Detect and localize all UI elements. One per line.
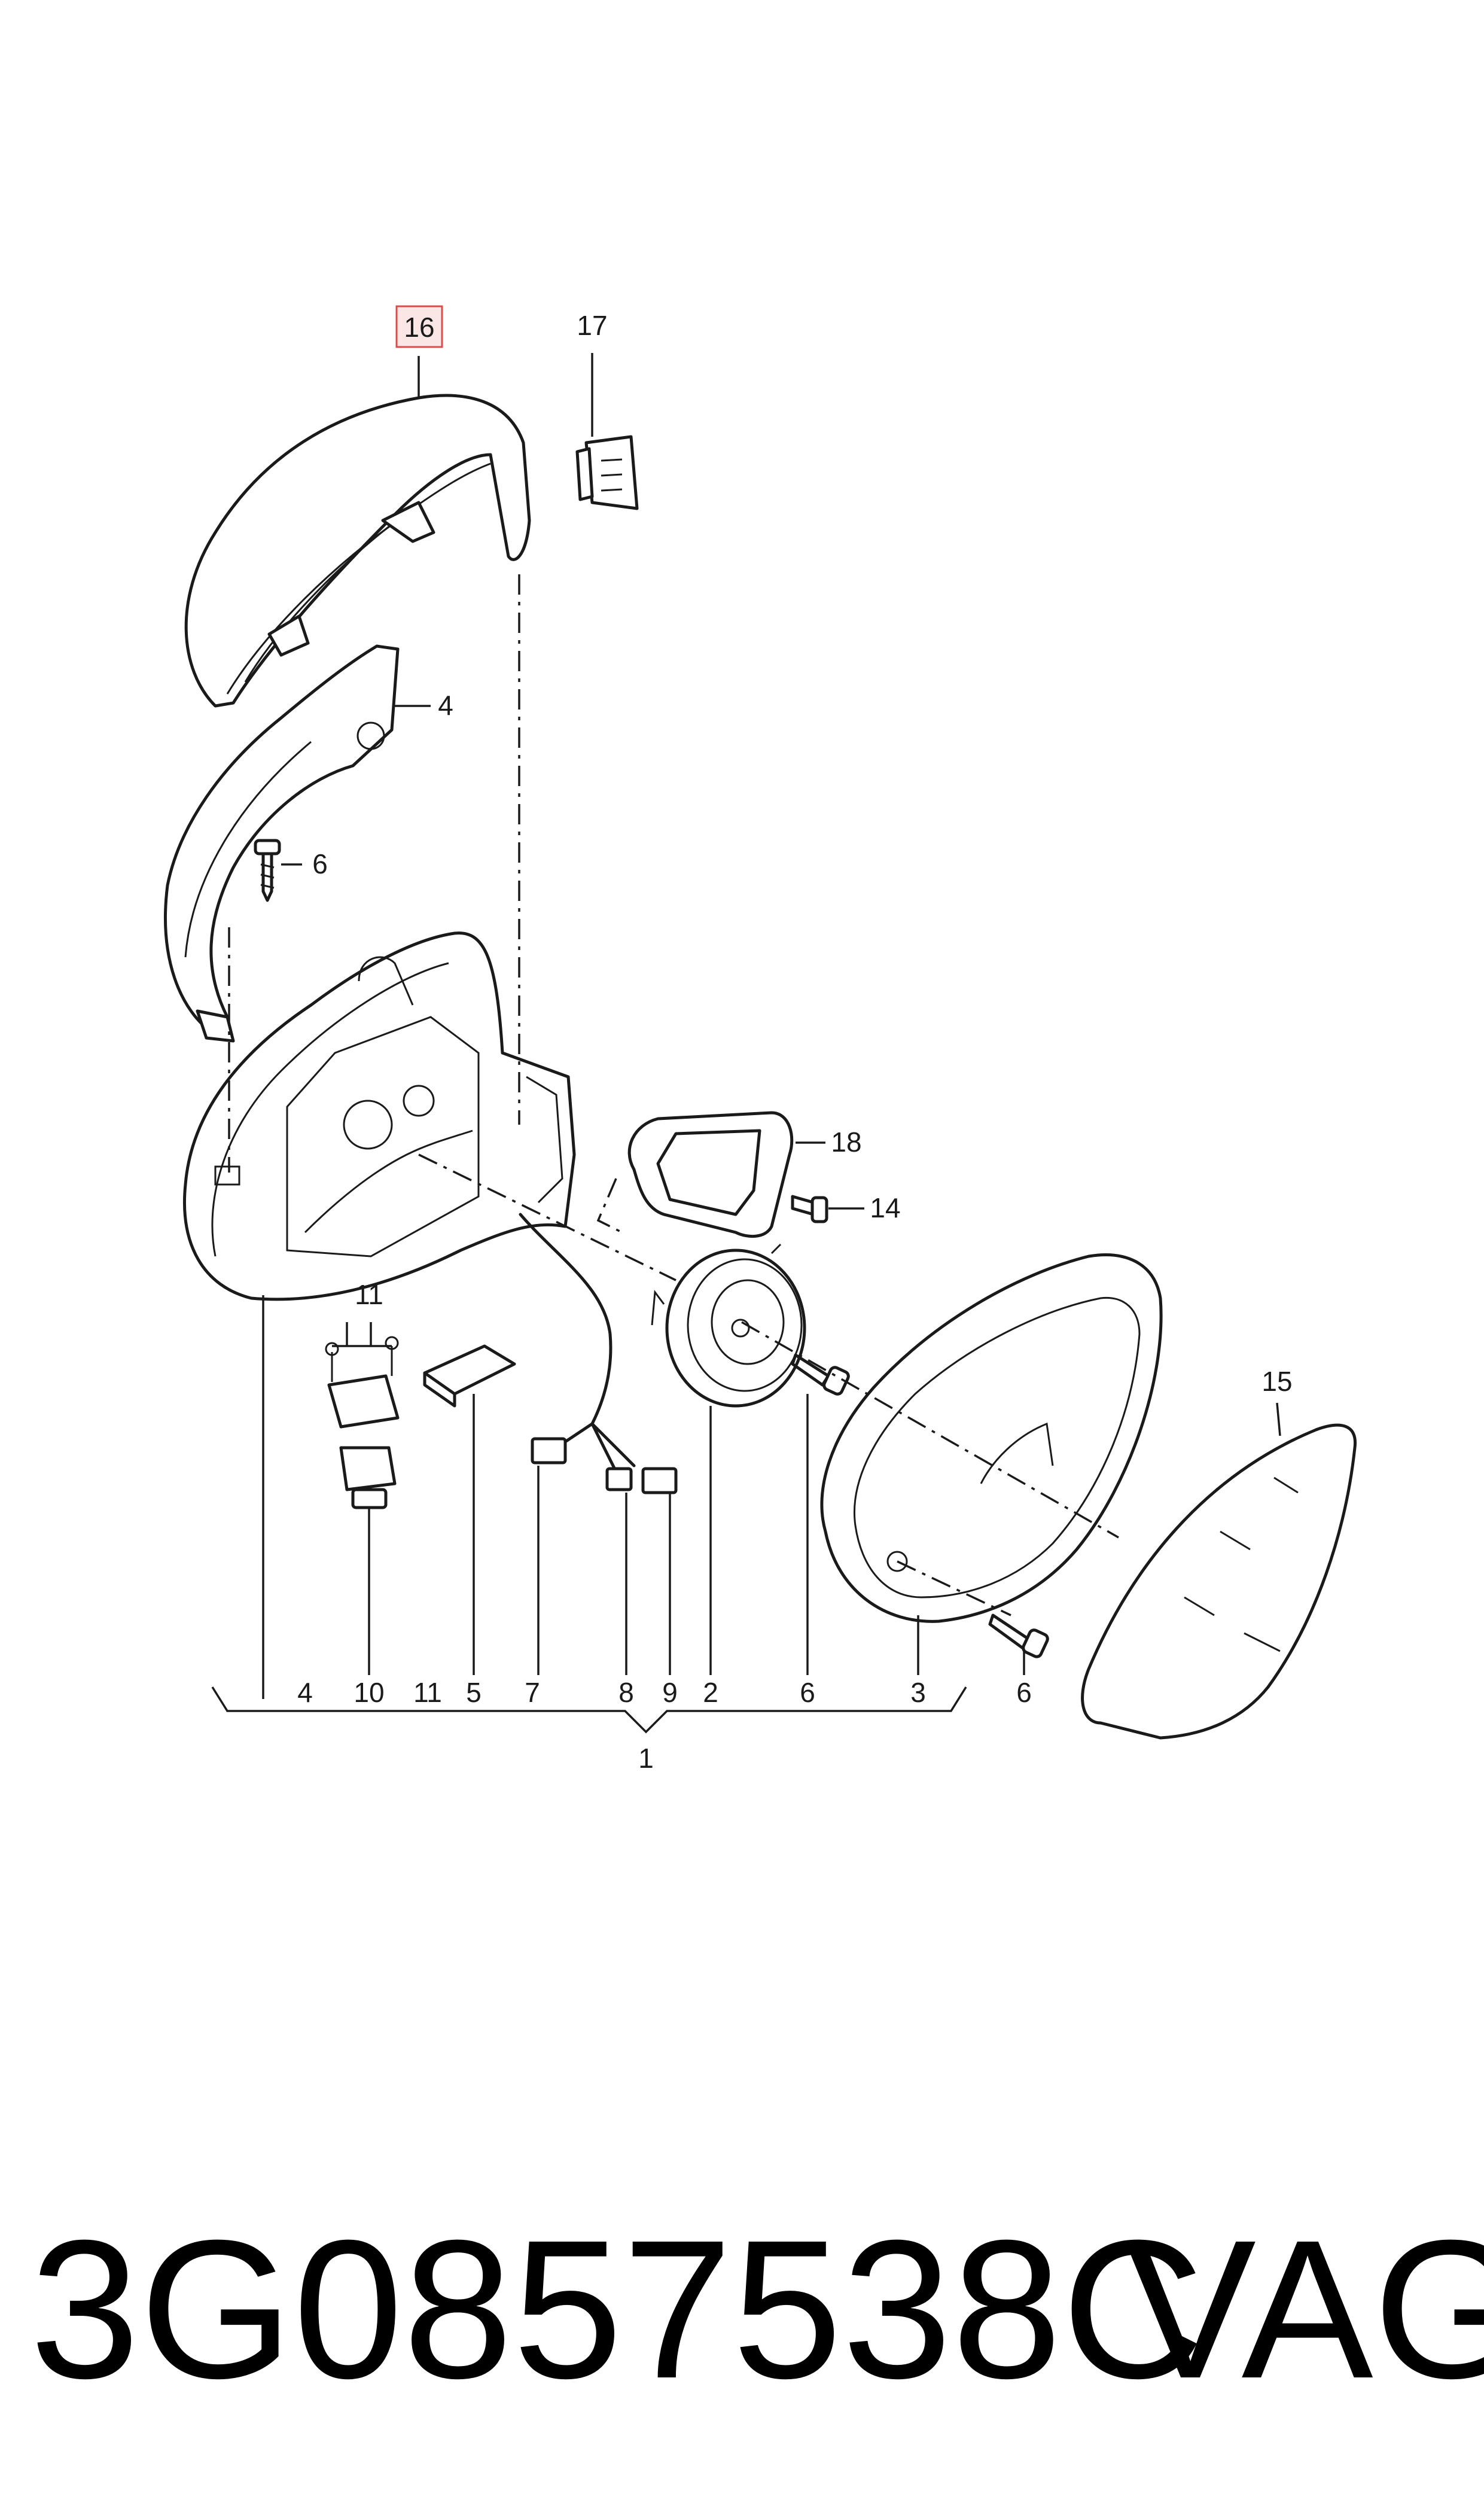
bracket-part-11 <box>325 1336 400 1429</box>
bottom-callout-3: 3 <box>910 1677 926 1708</box>
bottom-callout-2: 2 <box>703 1677 718 1708</box>
callout-11-top: 11 <box>355 1279 383 1310</box>
connector-part-9 <box>641 1467 678 1494</box>
connector-part-7 <box>531 1437 567 1464</box>
bottom-callout-5: 5 <box>466 1677 482 1708</box>
screw-part-6-middle <box>791 1353 850 1396</box>
callout-6-top: 6 <box>312 848 328 879</box>
bottom-callout-7: 7 <box>525 1677 540 1708</box>
frame-part-18 <box>627 1111 794 1238</box>
brand-name: VAG <box>1125 2199 1484 2419</box>
connector-part-8 <box>605 1467 633 1491</box>
callout-15: 15 <box>1261 1366 1292 1397</box>
part-number: 3G0857538C <box>30 2199 1205 2419</box>
leader-lines <box>211 353 1281 1734</box>
mirror-housing <box>183 931 576 1301</box>
bottom-callout-6: 6 <box>800 1677 815 1708</box>
callout-17: 17 <box>577 310 607 341</box>
side-callout-6: 6 <box>1016 1677 1032 1708</box>
screw-part-6-top <box>254 839 281 902</box>
highlight-box-16 <box>395 305 443 348</box>
screw-part-14 <box>791 1195 828 1223</box>
adjustment-motor-part-2 <box>651 1243 806 1408</box>
turn-signal-part-4 <box>164 644 400 1043</box>
mirror-glass-part-15 <box>1081 1423 1357 1740</box>
bottom-callout-8: 8 <box>618 1677 634 1708</box>
assembly-callout-1: 1 <box>638 1743 654 1774</box>
callout-4-top: 4 <box>438 690 453 721</box>
sensor-part-5 <box>423 1344 516 1408</box>
part-number-caption: 3G0857538C VAG <box>30 2199 1484 2419</box>
bottom-callout-10: 10 <box>354 1677 384 1708</box>
puddle-lamp-part-10 <box>339 1446 397 1509</box>
callout-14: 14 <box>870 1192 900 1223</box>
exploded-parts-diagram: 16 17 4 6 18 14 11 15 4 10 11 5 7 8 9 2 … <box>164 305 1357 1774</box>
bottom-callout-4: 4 <box>297 1677 313 1708</box>
clip-part-17 <box>575 435 639 510</box>
callout-16: 16 <box>404 312 434 343</box>
assembly-axes <box>228 574 1119 1616</box>
callout-labels: 16 17 4 6 18 14 11 15 4 10 11 5 7 8 9 2 … <box>297 305 1293 1774</box>
mirror-cap-part-16 <box>184 394 531 708</box>
callout-18: 18 <box>831 1126 861 1158</box>
screw-part-6-bottom <box>988 1613 1049 1658</box>
bottom-callout-11: 11 <box>413 1677 442 1708</box>
bottom-callout-9: 9 <box>662 1677 678 1708</box>
glass-carrier-part-3 <box>820 1253 1163 1623</box>
wiring-harness <box>519 1213 678 1494</box>
